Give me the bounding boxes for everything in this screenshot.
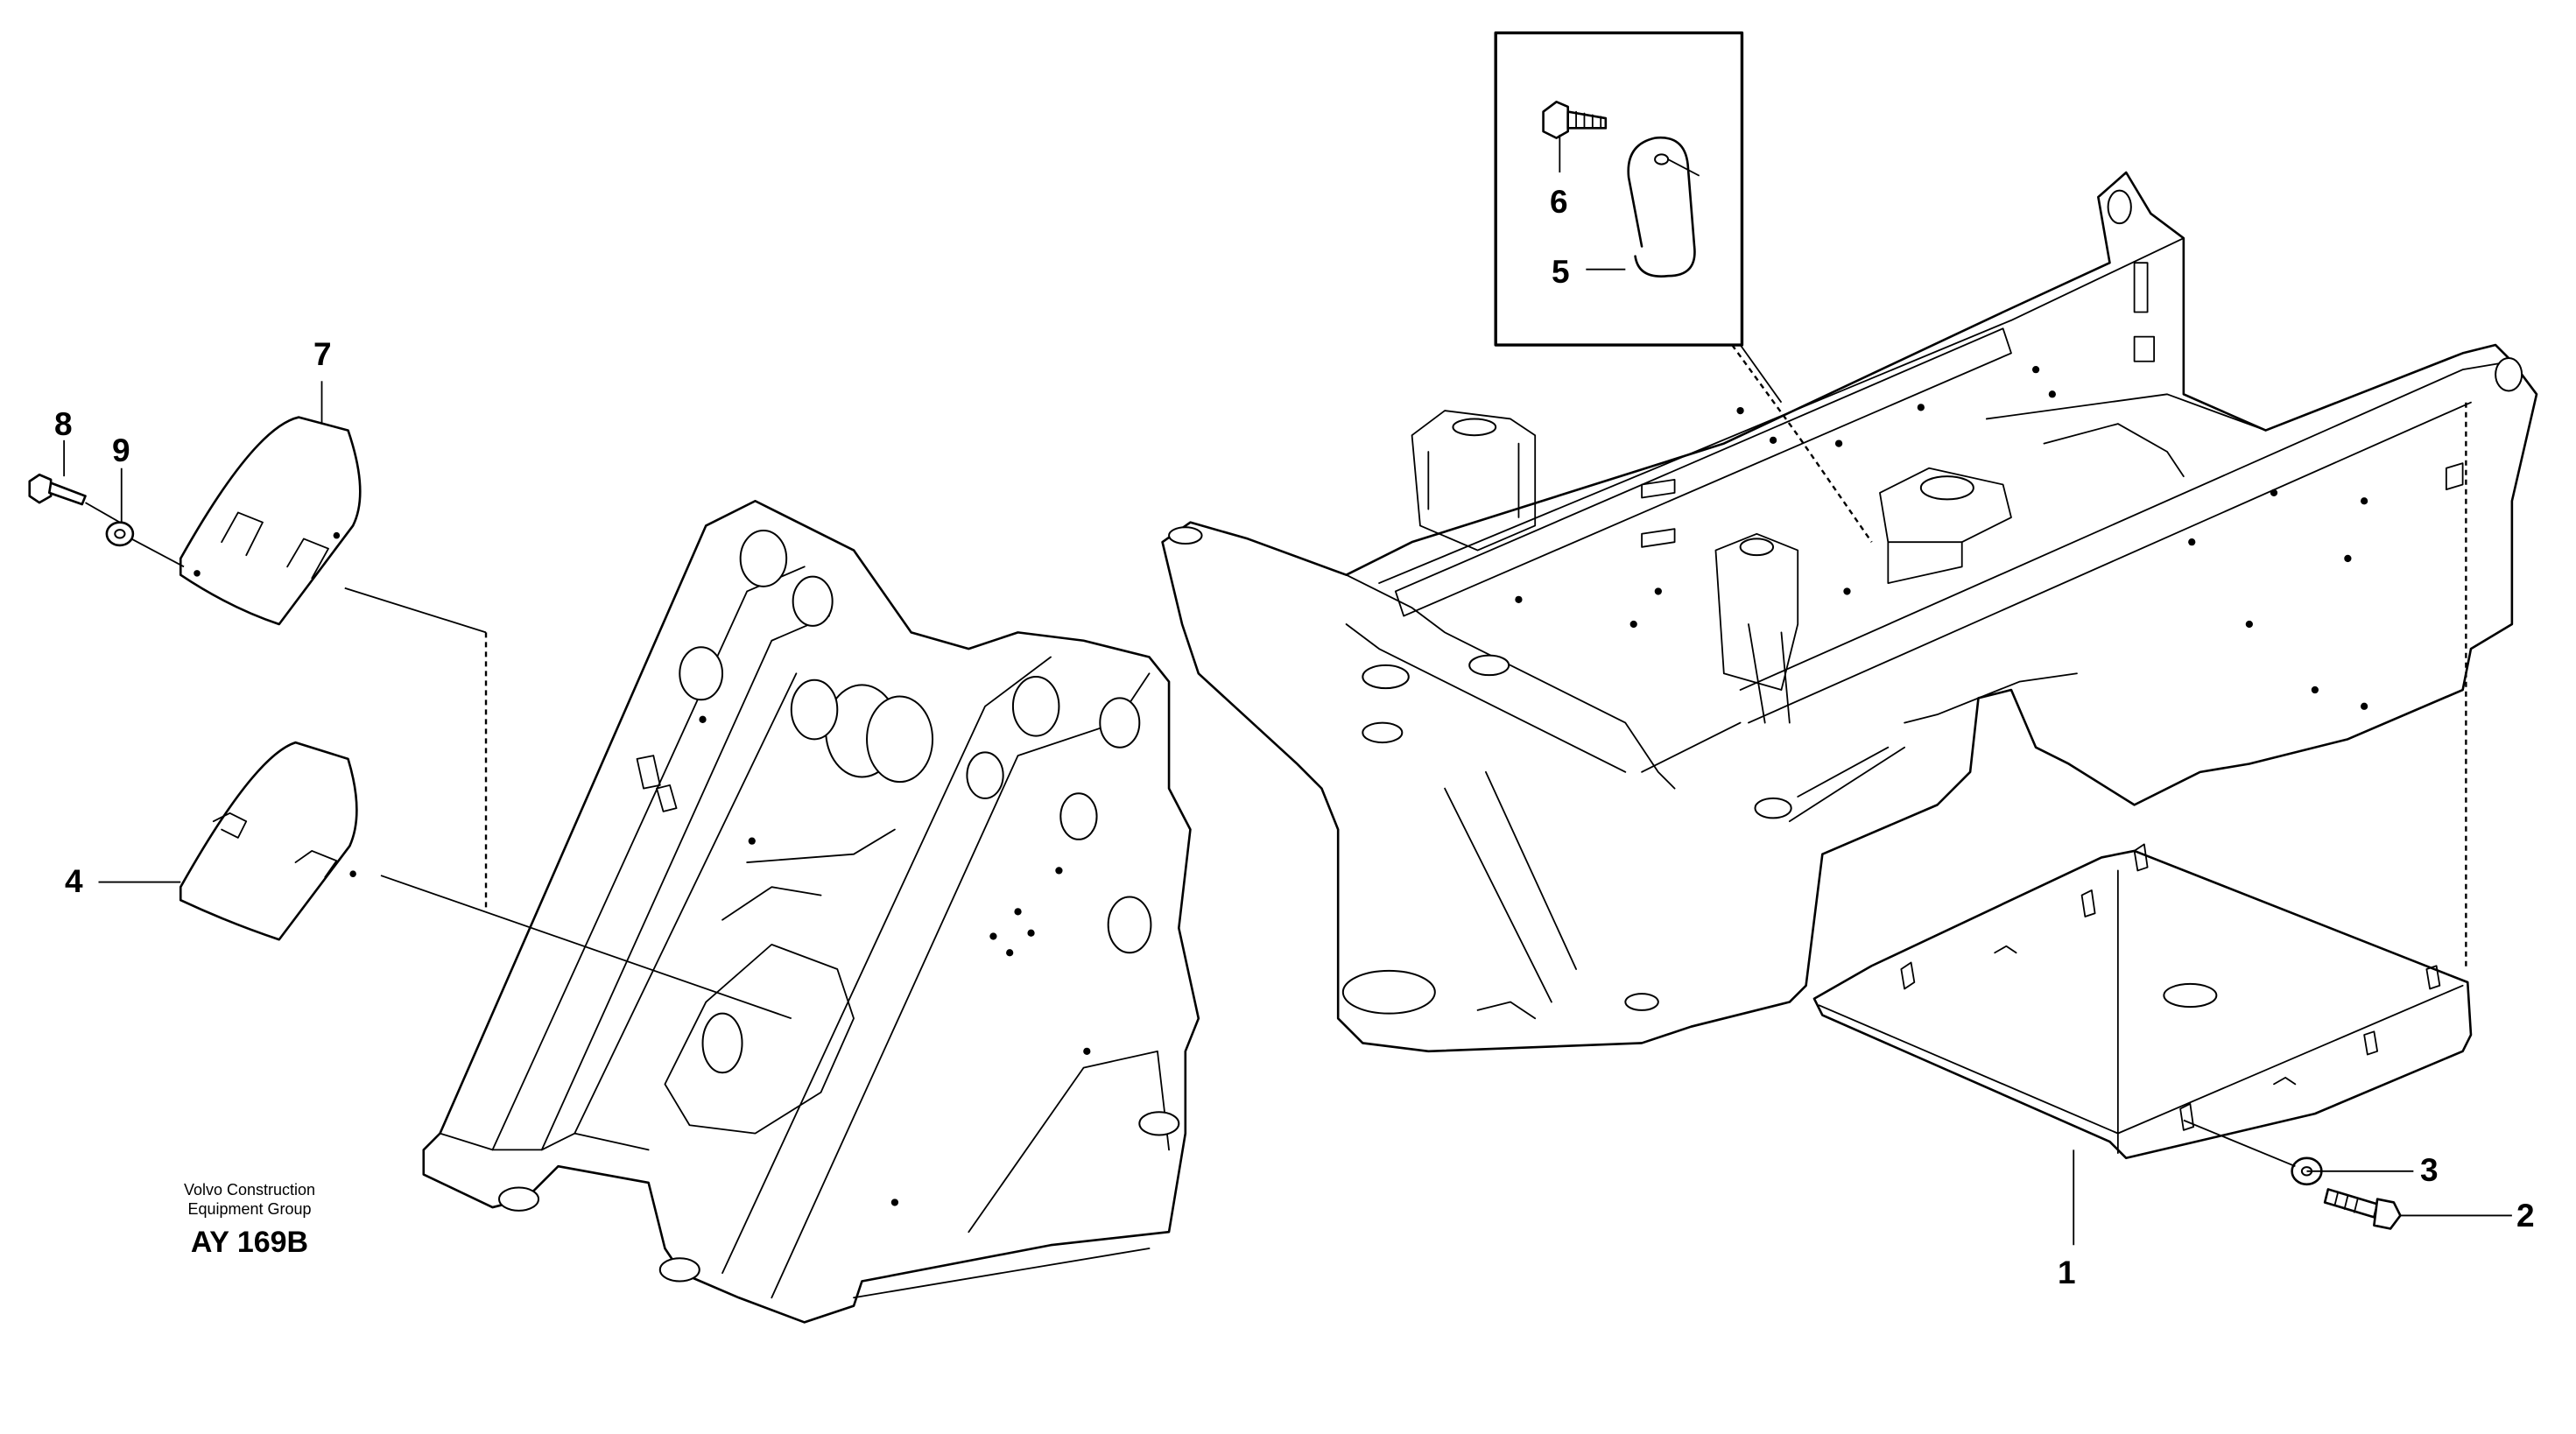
callout-3: 3	[2420, 1152, 2439, 1188]
guard-plate	[1814, 844, 2471, 1157]
callout-2: 2	[2516, 1198, 2535, 1234]
rear-frame	[1163, 172, 2537, 1051]
inset-detail-box	[1496, 33, 1742, 345]
front-frame	[424, 501, 1199, 1322]
callout-4: 4	[65, 863, 83, 899]
bolt-part-6	[1544, 102, 1606, 137]
washer-part-9	[107, 523, 133, 545]
credit-block: Volvo Construction Equipment Group	[156, 1180, 343, 1219]
clip-part	[1629, 137, 1695, 276]
callout-1: 1	[2058, 1255, 2076, 1290]
bolt-part-8	[30, 474, 86, 504]
callout-5: 5	[1552, 254, 1570, 290]
cover-plate-7	[180, 418, 360, 624]
drawing-code: AY 169B	[190, 1226, 309, 1259]
leader-lines	[64, 135, 2512, 1245]
callout-9: 9	[112, 432, 130, 468]
callout-7: 7	[313, 336, 332, 372]
cover-plate-4	[180, 742, 356, 939]
callout-8: 8	[54, 406, 73, 442]
bolt-part-2	[2325, 1189, 2400, 1228]
credit-line-1: Volvo Construction	[183, 1181, 316, 1199]
callout-6: 6	[1550, 184, 1568, 220]
credit-line-2: Equipment Group	[187, 1200, 312, 1218]
